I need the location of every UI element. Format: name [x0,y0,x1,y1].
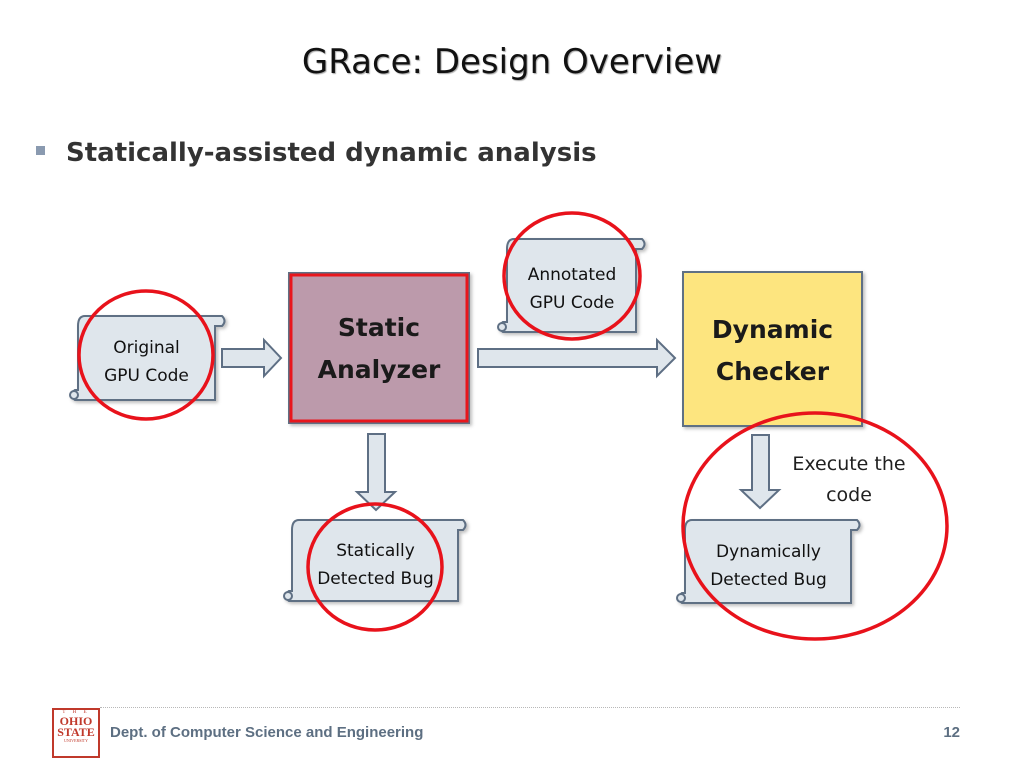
annotated-gpu-code-label: Annotated GPU Code [508,261,636,317]
ohio-state-logo: T H E OHIO STATE UNIVERSITY [52,708,100,758]
label-line: Dynamically [716,542,821,562]
arrow-down-to-dynamic-bug [738,434,782,510]
logo-text: OHIO [59,714,93,728]
footer-divider [100,707,960,708]
logo-text: STATE [57,725,95,739]
arrow-right-to-checker [477,337,677,379]
label-line: Static [337,313,421,342]
dynamic-checker-box [682,271,863,427]
label-line: code [826,484,872,506]
bullet-text: Statically-assisted dynamic analysis [66,138,597,168]
original-gpu-code-scroll [69,315,226,401]
label-line: GPU Code [529,293,615,313]
annotated-gpu-code-scroll [497,238,646,333]
label-line: GPU Code [104,366,189,386]
bullet-square-icon [36,146,45,155]
highlight-circle-original [77,289,215,421]
label-line: Annotated [527,265,617,285]
original-gpu-code-label: Original GPU Code [80,334,213,390]
highlight-circle-static-bug [306,502,444,632]
dynamic-checker-label: Dynamic Checker [684,309,861,393]
statically-detected-bug-scroll [283,519,467,602]
page-number: 12 [943,724,960,741]
highlight-circle-dynamic-bug [681,411,949,641]
footer-department: Dept. of Computer Science and Engineerin… [110,724,424,741]
label-line: Execute the [792,453,906,475]
arrow-down-to-static-bug [354,433,398,512]
label-line: Dynamic [711,315,834,344]
highlight-circle-annotated [502,211,642,341]
logo-text: T H E [62,710,90,715]
label-line: Detected Bug [710,570,827,590]
slide-title: GRace: Design Overview [301,42,723,82]
arrow-right-to-analyzer [221,337,283,379]
statically-detected-bug-label: Statically Detected Bug [293,537,458,593]
static-analyzer-box [288,272,470,424]
label-line: Checker [715,357,830,386]
label-line: Analyzer [317,355,441,384]
execute-code-label: Execute the code [780,449,918,511]
logo-text: UNIVERSITY [64,738,88,743]
label-line: Statically [336,541,415,561]
label-line: Detected Bug [317,569,434,589]
dynamically-detected-bug-scroll [676,519,861,604]
dynamically-detected-bug-label: Dynamically Detected Bug [686,538,851,594]
label-line: Original [113,338,180,358]
static-analyzer-label: Static Analyzer [291,307,467,391]
